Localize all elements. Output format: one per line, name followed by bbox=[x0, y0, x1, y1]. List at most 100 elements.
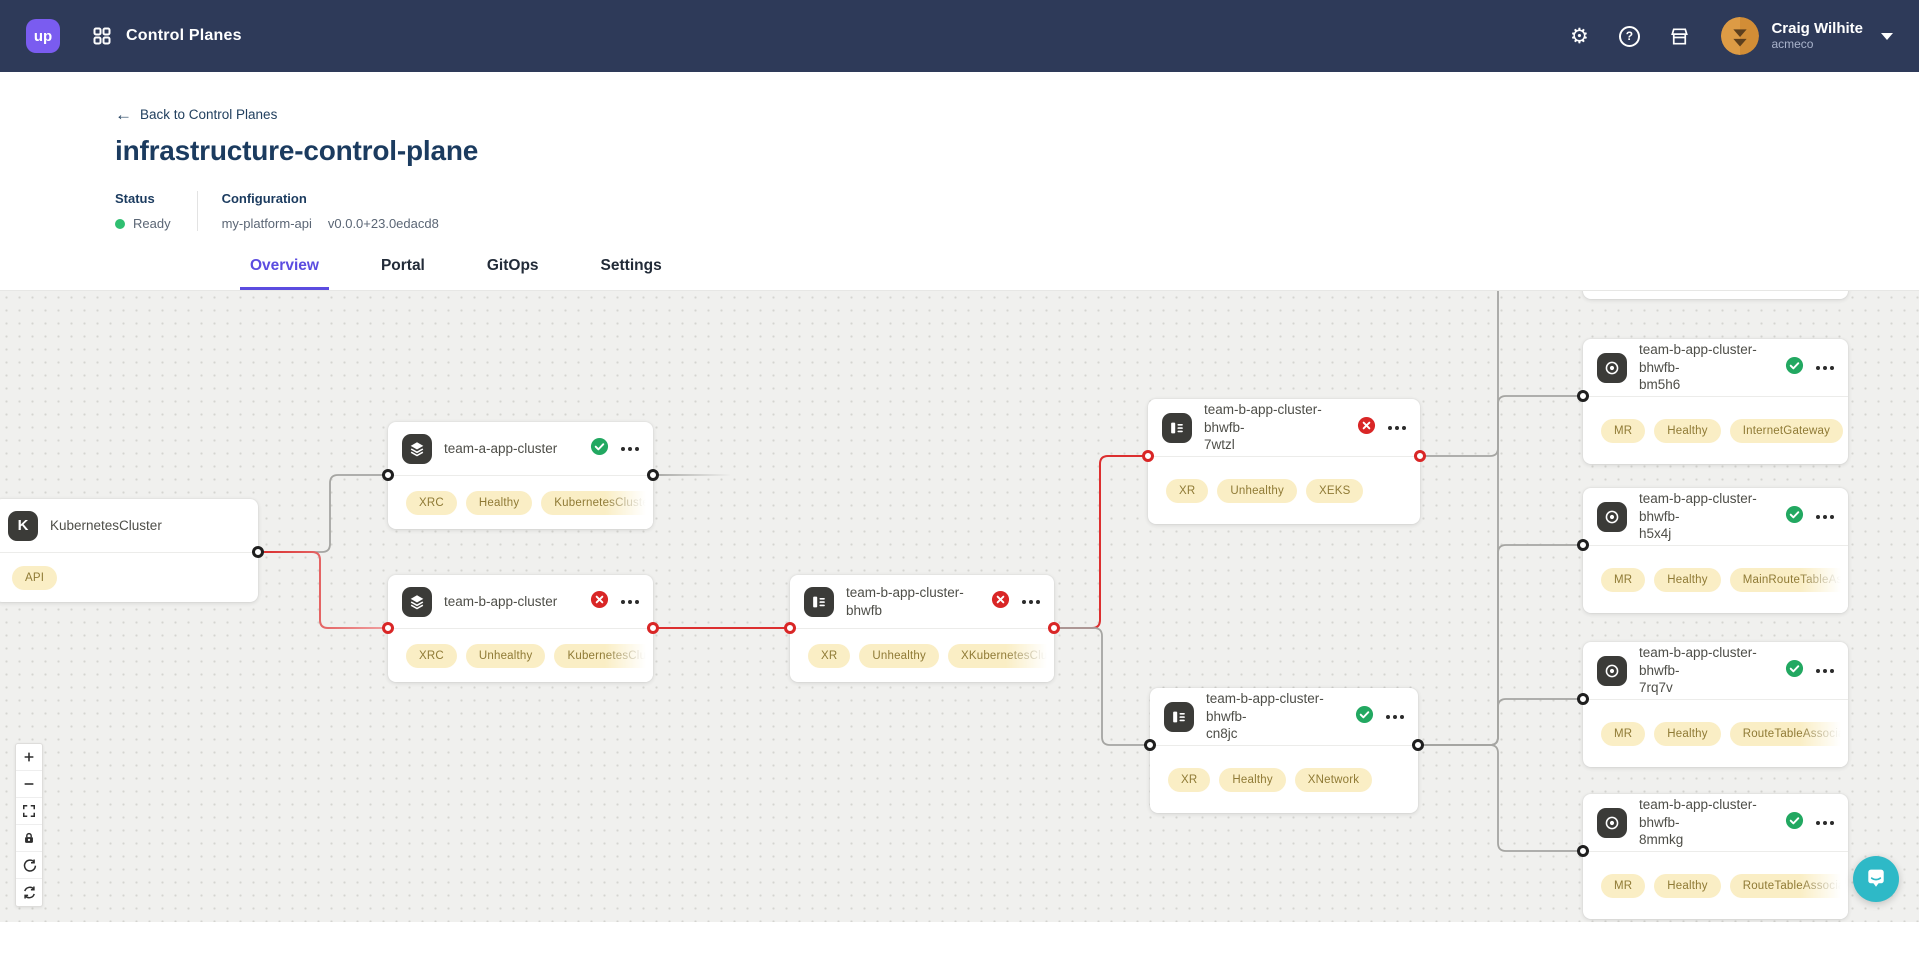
managed-resource-icon bbox=[1597, 807, 1627, 838]
badge: Healthy bbox=[1654, 567, 1721, 592]
right-handle[interactable] bbox=[1412, 739, 1424, 751]
refresh-icon[interactable] bbox=[16, 879, 42, 906]
marketplace-icon[interactable] bbox=[1665, 22, 1693, 50]
tab-bar: Overview Portal GitOps Settings bbox=[240, 257, 1919, 290]
kubernetes-cluster-icon: K bbox=[8, 510, 38, 541]
check-circle-icon bbox=[1785, 505, 1804, 529]
badge: MR bbox=[1601, 567, 1646, 592]
kebab-menu-icon[interactable] bbox=[1816, 665, 1834, 677]
kebab-menu-icon[interactable] bbox=[1388, 422, 1406, 434]
kebab-menu-icon[interactable] bbox=[621, 443, 639, 455]
check-circle-icon bbox=[1785, 356, 1804, 380]
badge-row: MRHealthyRouteTableAssociation bbox=[1583, 699, 1848, 767]
chevron-down-icon[interactable] bbox=[1881, 32, 1893, 40]
node-label: team-b-app-cluster-bhwfb-cn8jc bbox=[1206, 691, 1324, 742]
right-handle[interactable] bbox=[1048, 622, 1060, 634]
meta-row: Status Ready Configuration my-platform-a… bbox=[115, 191, 1919, 231]
node-label: team-b-app-cluster-bhwfb bbox=[846, 584, 964, 618]
managed-resource-icon bbox=[1597, 501, 1627, 532]
user-menu[interactable]: Craig Wilhite acmeco bbox=[1771, 20, 1863, 51]
badge: RouteTableAssociation bbox=[1729, 873, 1848, 898]
tab-portal[interactable]: Portal bbox=[380, 257, 425, 274]
partial-node-card bbox=[1583, 291, 1848, 299]
top-navbar: up Control Planes ⚙ ? Craig Wilhite acme… bbox=[0, 0, 1919, 72]
edge bbox=[1418, 698, 1583, 746]
chat-launcher-button[interactable] bbox=[1853, 856, 1899, 902]
configuration-version: v0.0.0+23.0edacd8 bbox=[327, 216, 439, 231]
tab-overview[interactable]: Overview bbox=[240, 257, 329, 290]
composite-resource-icon bbox=[1162, 412, 1192, 443]
left-handle[interactable] bbox=[382, 469, 394, 481]
status-block: Status Ready bbox=[115, 191, 197, 231]
avatar[interactable] bbox=[1721, 17, 1760, 55]
back-link[interactable]: ← Back to Control Planes bbox=[115, 106, 277, 123]
right-handle[interactable] bbox=[252, 546, 264, 558]
edge bbox=[1420, 291, 1499, 457]
kebab-menu-icon[interactable] bbox=[621, 596, 639, 608]
rotate-icon[interactable] bbox=[16, 852, 42, 879]
status-dot bbox=[115, 218, 125, 229]
error-circle-icon bbox=[1357, 416, 1376, 440]
grid-icon[interactable] bbox=[88, 22, 116, 50]
help-icon[interactable]: ? bbox=[1615, 22, 1643, 50]
badge: Healthy bbox=[1654, 873, 1721, 898]
left-handle[interactable] bbox=[1577, 845, 1589, 857]
node-label: team-b-app-cluster-bhwfb-bm5h6 bbox=[1639, 342, 1757, 393]
badge: MR bbox=[1601, 418, 1646, 443]
edge bbox=[1418, 395, 1583, 746]
badge: MainRouteTableAssociation bbox=[1729, 567, 1848, 592]
node-label: team-b-app-cluster-bhwfb-h5x4j bbox=[1639, 491, 1757, 542]
lock-icon[interactable] bbox=[16, 825, 42, 852]
upbound-logo[interactable]: up bbox=[26, 19, 60, 53]
badge: XKubernetesCluster bbox=[947, 643, 1054, 668]
right-handle[interactable] bbox=[647, 469, 659, 481]
badge: KubernetesCluster bbox=[541, 490, 653, 515]
left-handle[interactable] bbox=[1142, 450, 1154, 462]
kebab-menu-icon[interactable] bbox=[1386, 711, 1404, 723]
node-label: team-a-app-cluster bbox=[444, 440, 558, 456]
badge: Healthy bbox=[1654, 418, 1721, 443]
badge: XRC bbox=[406, 643, 457, 668]
tab-settings[interactable]: Settings bbox=[600, 257, 662, 274]
left-handle[interactable] bbox=[1577, 539, 1589, 551]
gear-icon[interactable]: ⚙ bbox=[1570, 24, 1589, 48]
composite-resource-icon bbox=[1164, 701, 1194, 732]
error-circle-icon bbox=[991, 590, 1010, 614]
left-handle[interactable] bbox=[1577, 693, 1589, 705]
left-handle[interactable] bbox=[382, 622, 394, 634]
status-label: Status bbox=[115, 191, 155, 206]
page-title: infrastructure-control-plane bbox=[115, 135, 479, 166]
zoom-in-button[interactable] bbox=[16, 744, 42, 771]
left-handle[interactable] bbox=[784, 622, 796, 634]
badge: RouteTableAssociation bbox=[1729, 721, 1848, 746]
left-handle[interactable] bbox=[1577, 390, 1589, 402]
right-handle[interactable] bbox=[1414, 450, 1426, 462]
kebab-menu-icon[interactable] bbox=[1816, 511, 1834, 523]
error-circle-icon bbox=[590, 590, 609, 614]
check-circle-icon bbox=[590, 437, 609, 461]
tab-gitops[interactable]: GitOps bbox=[486, 257, 539, 274]
badge: XR bbox=[1166, 478, 1209, 503]
kebab-menu-icon[interactable] bbox=[1816, 817, 1834, 829]
left-handle[interactable] bbox=[1144, 739, 1156, 751]
right-handle[interactable] bbox=[647, 622, 659, 634]
fit-view-button[interactable] bbox=[16, 798, 42, 825]
zoom-out-button[interactable] bbox=[16, 771, 42, 798]
node-label: team-b-app-cluster bbox=[444, 593, 558, 609]
edge bbox=[1418, 744, 1583, 852]
canvas-toolbar bbox=[15, 743, 43, 907]
kebab-menu-icon[interactable] bbox=[1816, 362, 1834, 374]
check-circle-icon bbox=[1785, 811, 1804, 835]
kebab-menu-icon[interactable] bbox=[1022, 596, 1040, 608]
